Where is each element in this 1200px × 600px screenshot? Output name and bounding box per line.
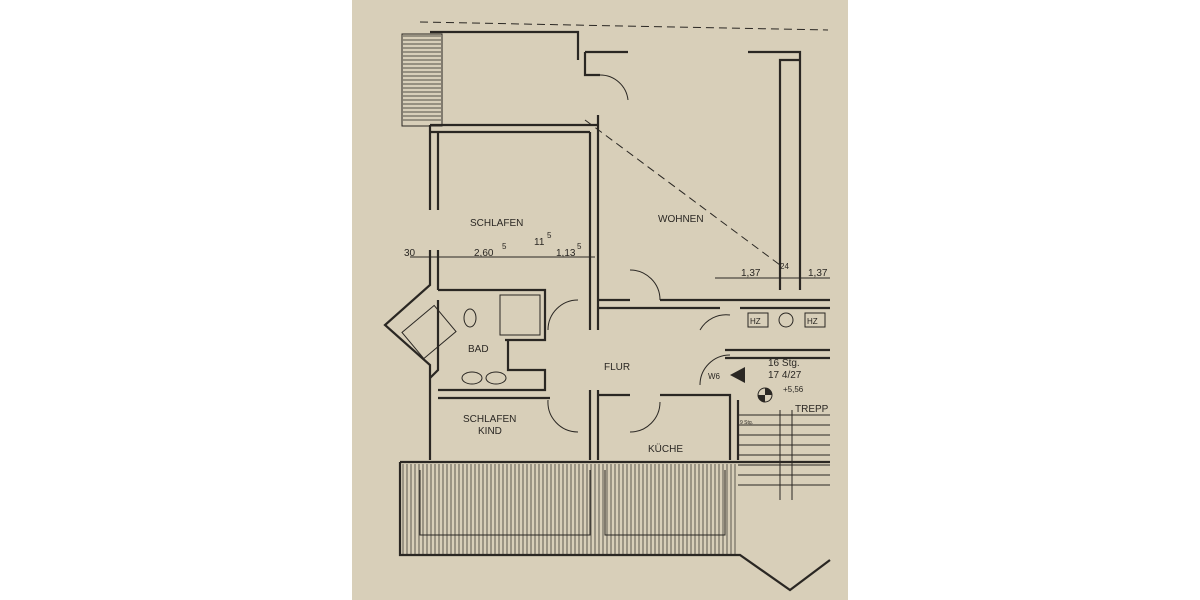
room-kueche: KÜCHE [648, 443, 683, 455]
room-treppe: TREPP [795, 404, 829, 415]
dim-260-sup: 5 [502, 242, 507, 251]
dim-113-sup: 5 [577, 242, 582, 251]
dim-260: 2,60 [474, 248, 494, 259]
dim-137b: 1,37 [808, 268, 828, 279]
room-schlafen: SCHLAFEN [470, 218, 523, 229]
labels: SCHLAFEN WOHNEN BAD FLUR SCHLAFEN KIND K… [404, 214, 829, 455]
stair-ratio: 17 4/27 [768, 370, 802, 381]
dim-137a: 1,37 [741, 268, 761, 279]
room-kind: KIND [478, 426, 502, 437]
level-mark: +5,56 [783, 385, 804, 394]
stair-steps: 16 Stg. [768, 358, 800, 369]
balcony-hatching [402, 35, 736, 554]
room-schlafen-kind: SCHLAFEN [463, 414, 516, 425]
dim-24: 24 [780, 262, 789, 271]
w6-label: W6 [708, 372, 721, 381]
room-wohnen: WOHNEN [658, 214, 704, 225]
small-steps: 9 Stg. [740, 420, 753, 426]
dim-30: 30 [404, 248, 416, 259]
dim-11-sup: 5 [547, 231, 552, 240]
walls [383, 21, 831, 592]
hz-label-1: HZ [750, 317, 761, 326]
hz-label-2: HZ [807, 317, 818, 326]
dim-113: 1,13 [556, 248, 576, 259]
room-flur: FLUR [604, 362, 630, 373]
room-bad: BAD [468, 344, 489, 355]
dim-11: 11 [534, 237, 545, 248]
